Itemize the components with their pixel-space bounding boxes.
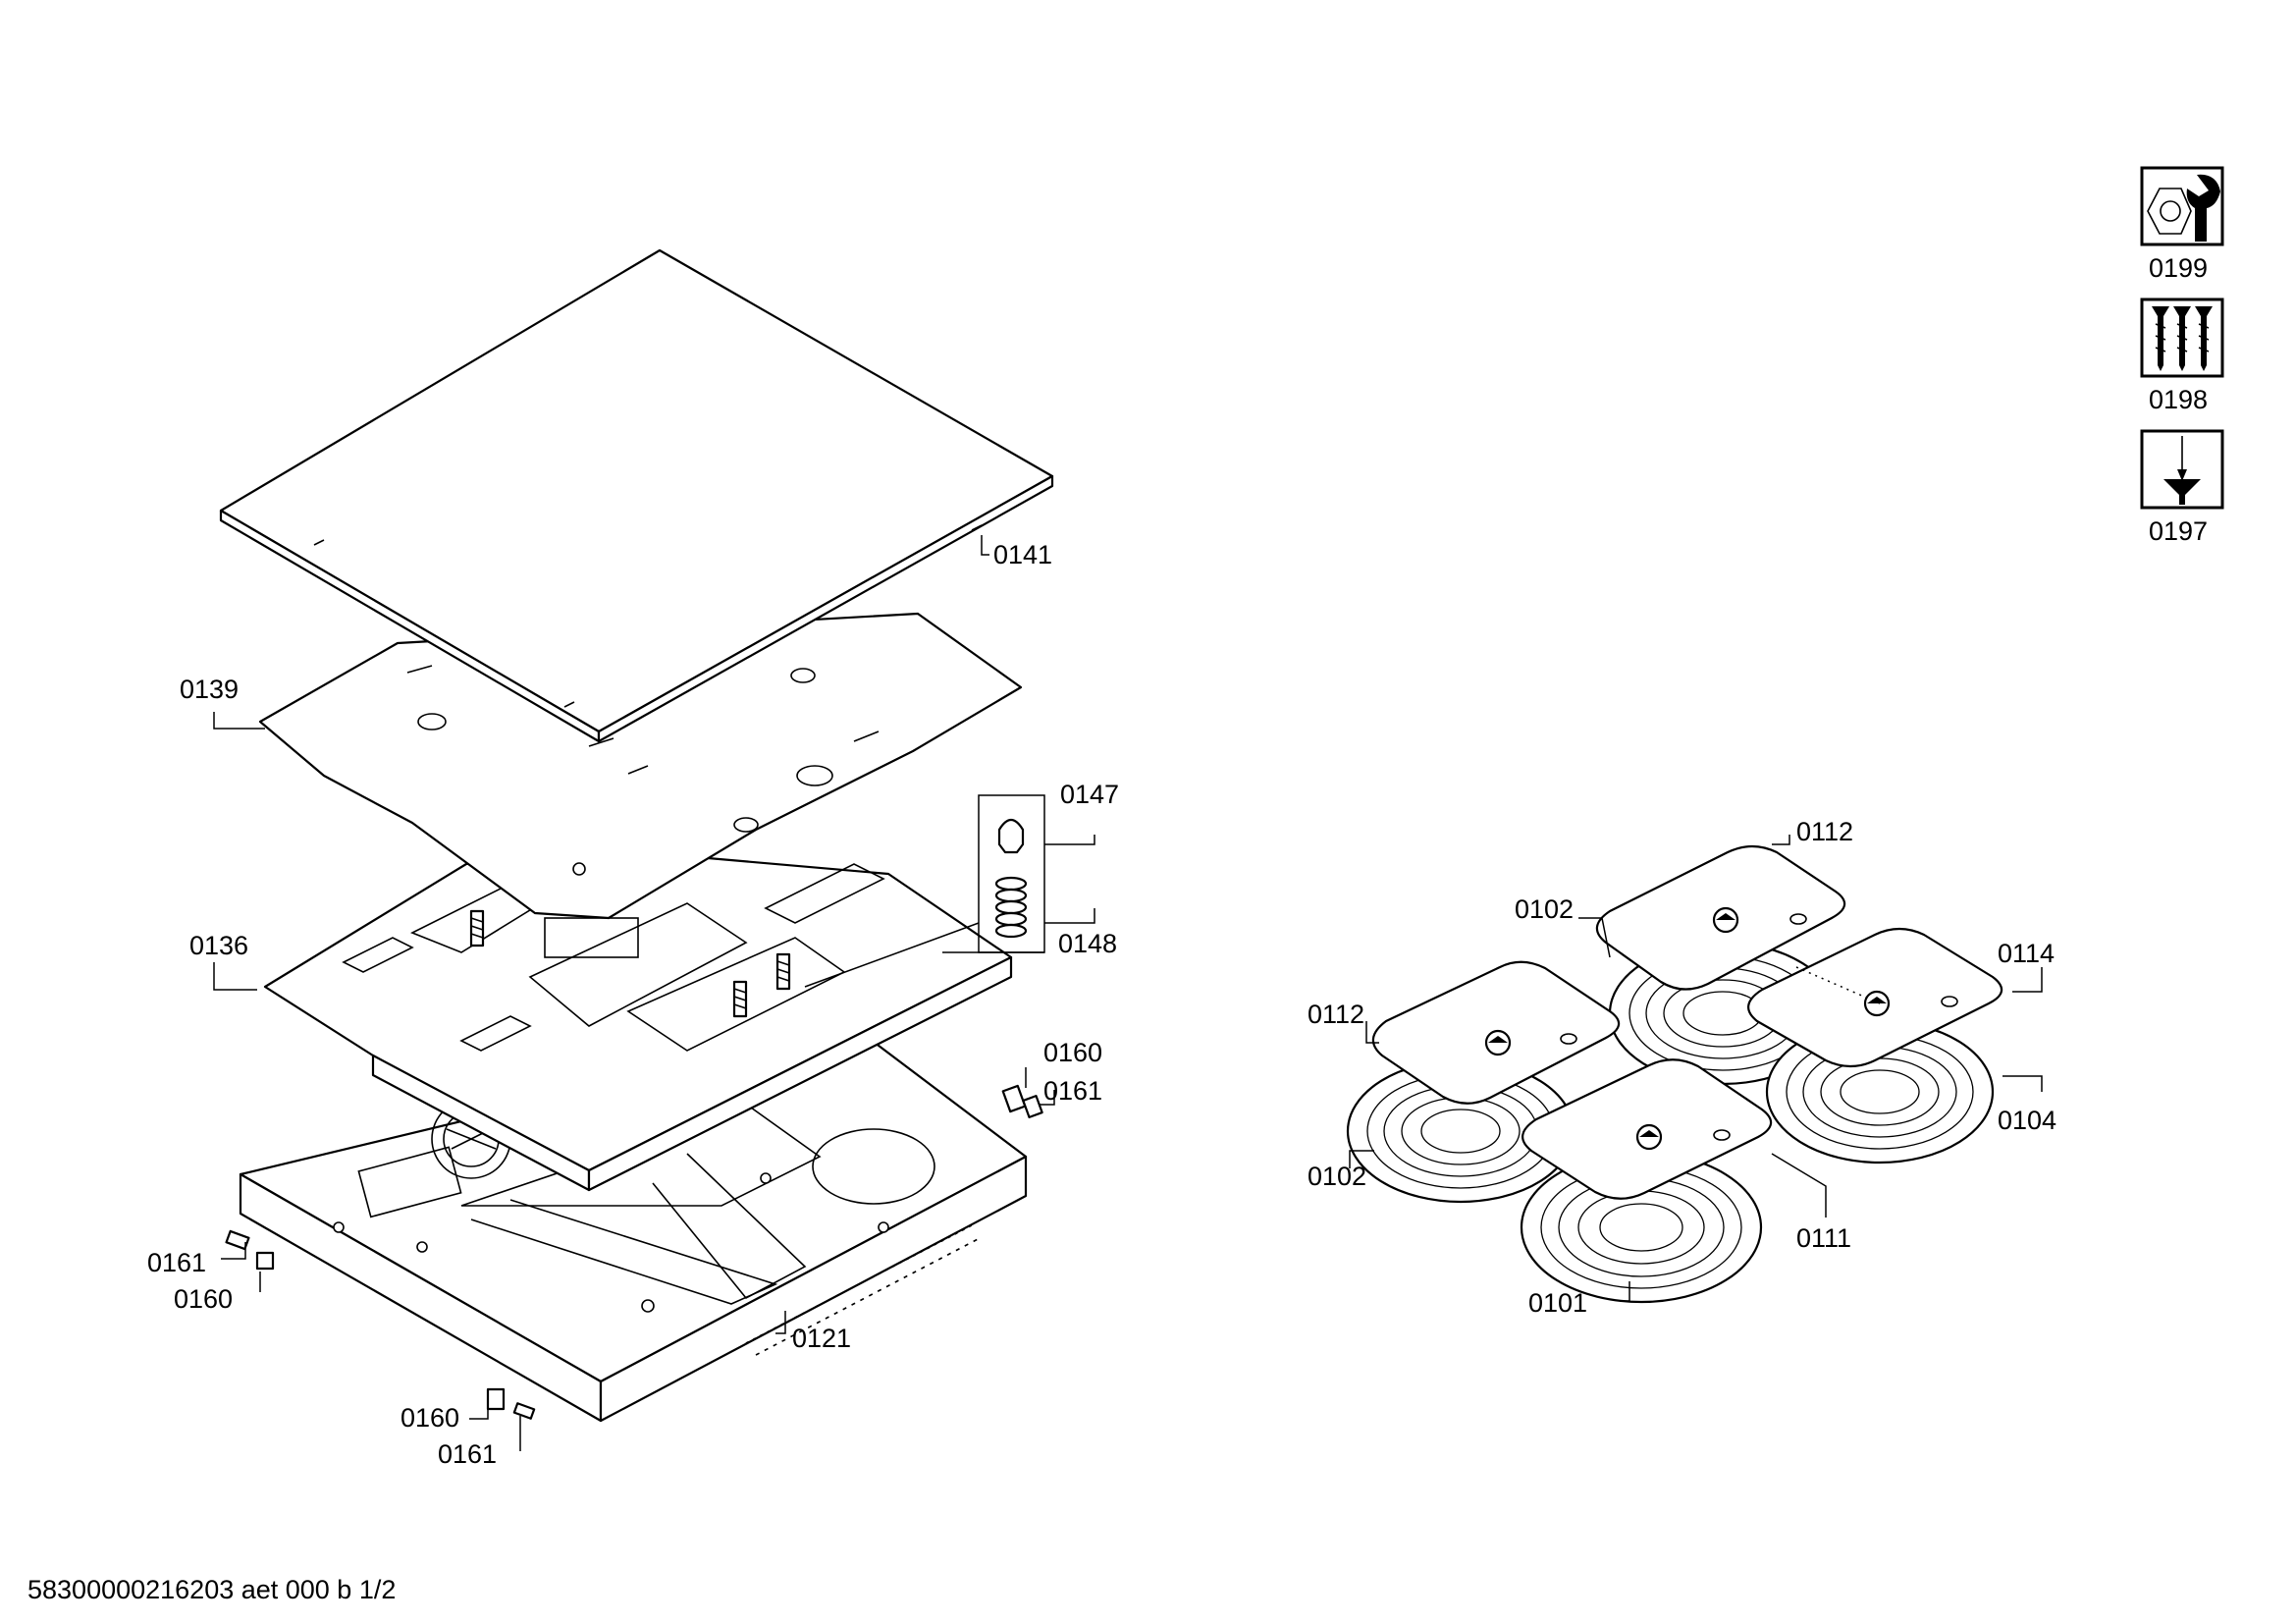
label-0114: 0114: [1998, 939, 2055, 968]
label-0161-right: 0161: [1043, 1076, 1102, 1106]
label-0161-bottom: 0161: [438, 1439, 497, 1469]
label-0104: 0104: [1998, 1106, 2056, 1135]
label-0161-left: 0161: [147, 1248, 206, 1277]
screwdriver-icon: [2140, 429, 2224, 510]
legend: 0199 0198 0197: [2140, 166, 2224, 546]
label-0148: 0148: [1058, 929, 1117, 958]
legend-label-0197: 0197: [2149, 516, 2208, 546]
label-0136: 0136: [189, 931, 248, 960]
nut-wrench-icon: [2140, 166, 2224, 246]
label-0102-top: 0102: [1515, 894, 1574, 924]
document-footer-code: 58300000216203 aet 000 b 1/2: [27, 1575, 397, 1604]
label-0147: 0147: [1060, 780, 1119, 809]
label-0111: 0111: [1796, 1223, 1851, 1253]
clip-parts: [225, 1084, 1043, 1420]
cover-plate-0112-top: [1595, 844, 1846, 991]
label-0160-bottom: 0160: [400, 1403, 459, 1433]
label-0141: 0141: [993, 540, 1052, 569]
label-0102-left: 0102: [1308, 1162, 1366, 1191]
part-labels: 0141 0139 0147 0148 0136 0160 0161 0161 …: [147, 540, 2056, 1469]
frame-0136: [263, 842, 1013, 1192]
cover-plate-0112-left: [1371, 960, 1621, 1105]
label-0160-right: 0160: [1043, 1038, 1102, 1067]
glass-top-0141: [219, 248, 1054, 743]
label-0121: 0121: [792, 1324, 851, 1353]
screws-icon: [2140, 298, 2224, 378]
callout-0147-0148: [804, 794, 1045, 988]
label-0139: 0139: [180, 675, 239, 704]
cover-plate-0111: [1522, 1058, 1773, 1200]
label-0112-left: 0112: [1308, 1000, 1364, 1029]
bottom-housing: [239, 1025, 1028, 1423]
leader-lines: [213, 535, 2043, 1451]
label-0101: 0101: [1528, 1288, 1587, 1318]
label-0160-left: 0160: [174, 1284, 233, 1314]
legend-label-0198: 0198: [2149, 385, 2208, 414]
legend-label-0199: 0199: [2149, 253, 2208, 283]
label-0112-top: 0112: [1796, 817, 1853, 846]
cover-plate-0114: [1747, 927, 2003, 1068]
